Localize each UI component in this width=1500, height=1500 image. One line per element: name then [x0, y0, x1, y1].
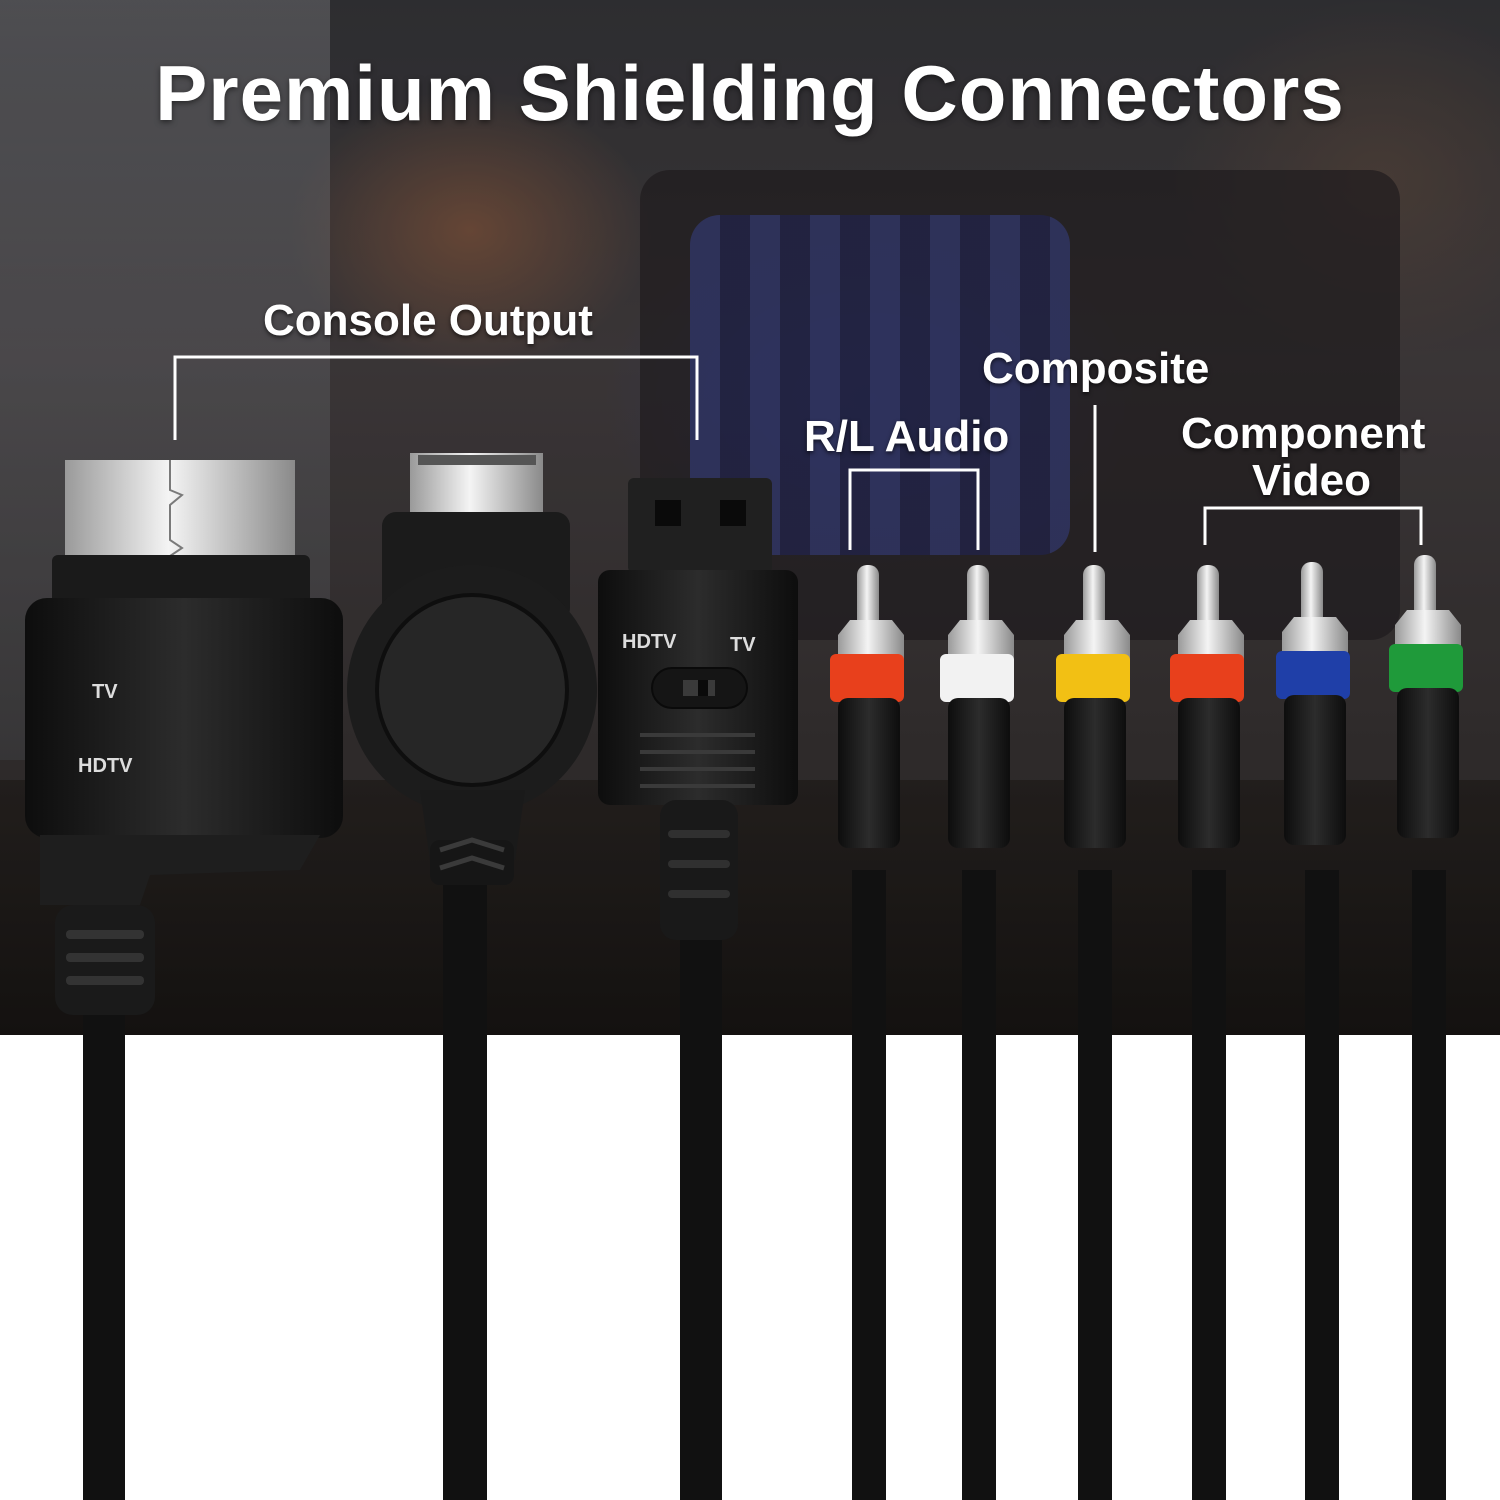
rca-plug-component-pb — [1276, 562, 1350, 845]
composite-label: Composite — [982, 344, 1210, 393]
xbox-hdtv-text: HDTV — [78, 755, 133, 777]
rca-plug-composite-video — [1056, 565, 1130, 848]
xbox-tv-text: TV — [92, 681, 118, 703]
wii-hdtv-text: HDTV — [622, 631, 677, 653]
component-video-label-line1: Component — [1181, 409, 1426, 458]
ps2-cable — [443, 880, 487, 1500]
rl-audio-label: R/L Audio — [804, 412, 1010, 461]
rca-plug-audio-right — [830, 565, 904, 848]
rca-plug-component-y — [1389, 555, 1463, 838]
wii-connector — [598, 478, 798, 940]
rca-cable-5 — [1305, 870, 1339, 1500]
cables — [83, 870, 1446, 1500]
console-output-label: Console Output — [263, 296, 593, 345]
xbox-cable — [83, 990, 125, 1500]
rca-cable-1 — [852, 870, 886, 1500]
rca-cable-6 — [1412, 870, 1446, 1500]
ps2-connector — [347, 453, 597, 885]
wii-tv-text: TV — [730, 634, 756, 656]
rca-plug-component-pr — [1170, 565, 1244, 848]
rca-cable-3 — [1078, 870, 1112, 1500]
xbox-connector — [25, 460, 343, 1015]
component-video-bracket — [1203, 506, 1423, 545]
rca-cable-2 — [962, 870, 996, 1500]
rca-cable-4 — [1192, 870, 1226, 1500]
wii-cable — [680, 930, 722, 1500]
bracket-lines — [173, 355, 1423, 552]
console-output-bracket — [173, 355, 699, 440]
rl-audio-bracket — [848, 468, 980, 550]
component-video-label-line2: Video — [1252, 456, 1372, 505]
page-title: Premium Shielding Connectors — [155, 49, 1345, 137]
rca-plug-audio-left — [940, 565, 1014, 848]
